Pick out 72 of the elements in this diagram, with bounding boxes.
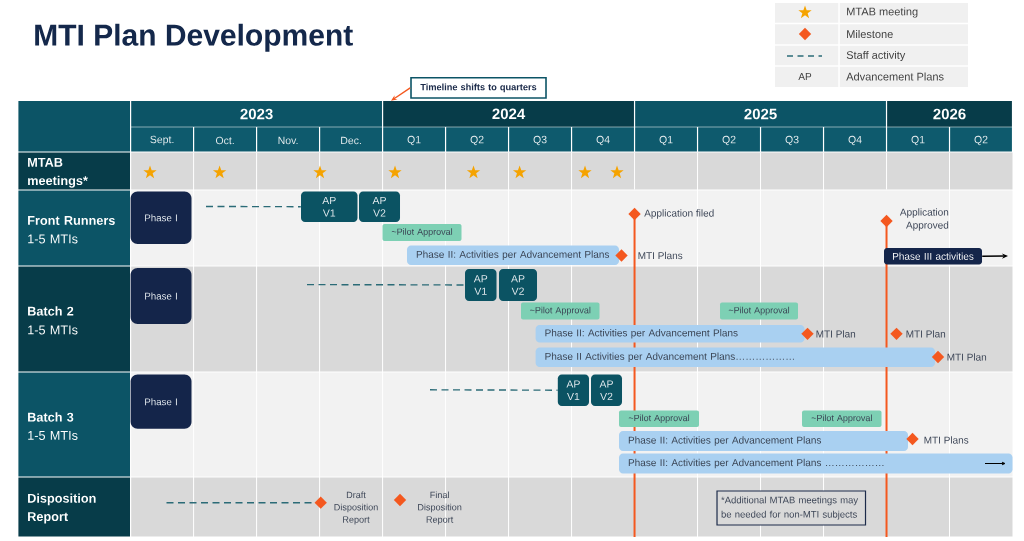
- milestone-label: MTI Plan: [906, 330, 946, 338]
- node-label: AP V1: [473, 275, 488, 295]
- milestone-diamond: [314, 496, 327, 509]
- plan-version-box: AP V2: [591, 374, 622, 406]
- period-header: Oct.: [194, 127, 256, 152]
- milestone-diamond: [931, 350, 945, 364]
- callout-box: Timeline shifts to quarters: [410, 76, 547, 99]
- period-header: Q4: [824, 127, 886, 152]
- dashed-line: [165, 502, 315, 504]
- plan-version-box: AP V1: [301, 191, 358, 222]
- period-header: Q2: [446, 127, 508, 152]
- period-header: Q4: [572, 127, 634, 152]
- milestone-diamond: [628, 207, 641, 221]
- node-label: AP V2: [599, 380, 613, 401]
- milestone-label: MTI Plan: [816, 330, 856, 338]
- node-label: AP V1: [566, 380, 580, 401]
- period-header: Nov.: [257, 127, 319, 152]
- node-label: AP V1: [322, 196, 336, 217]
- milestone-diamond: [880, 214, 893, 228]
- milestone-label: Application filed: [644, 209, 714, 219]
- activity-bar: Phase II: Activities per Advancement Plans: [535, 325, 805, 343]
- row-header: Front Runners 1-5 MTIs: [18, 190, 130, 266]
- milestone-label: MTI Plans: [924, 436, 969, 444]
- milestone-diamond: [393, 493, 407, 507]
- phase-box: Phase III activities: [884, 248, 982, 265]
- milestone-label: MTI Plan: [947, 353, 987, 361]
- legend-label: Advancement Plans: [846, 72, 944, 81]
- dashed-line: [205, 205, 302, 208]
- milestone-label: Draft Disposition Report: [334, 491, 378, 525]
- phase-box: Phase I: [130, 268, 192, 324]
- milestone-label: MTI Plans: [638, 251, 683, 260]
- title: MTI Plan Development: [35, 23, 353, 52]
- year-header: 2026: [887, 101, 1012, 127]
- period-header: Dec.: [320, 127, 382, 152]
- row-header: Disposition Report: [18, 477, 130, 537]
- period-header: Q1: [887, 127, 949, 152]
- milestone-label: Application Approved: [899, 208, 949, 231]
- period-header: Sept.: [131, 127, 193, 152]
- period-header: Q2: [950, 127, 1012, 152]
- period-header: Q1: [383, 127, 445, 152]
- approval-tag: ~Pilot Approval: [382, 224, 462, 241]
- legend-label: Staff activity: [846, 50, 906, 62]
- year-header: 2025: [635, 101, 886, 127]
- plan-version-box: AP V2: [359, 191, 400, 222]
- activity-bar: Phase II: Activities per Advancement Plans: [619, 431, 908, 451]
- legend-label: MTAB meeting: [847, 7, 918, 18]
- milestone-label: Final Disposition Report: [418, 491, 462, 525]
- legend-label: Milestone: [847, 29, 893, 39]
- row-header: MTAB meetings*: [18, 152, 130, 190]
- row-header: Batch 3 1-5 MTIs: [18, 372, 130, 477]
- dashed-line: [306, 283, 466, 286]
- arrow: [391, 87, 411, 101]
- row-header: Batch 2 1-5 MTIs: [18, 266, 130, 372]
- period-header: Q3: [509, 127, 571, 152]
- milestone-diamond: [890, 327, 903, 340]
- period-header: Q2: [698, 127, 760, 152]
- note-box: *Additional MTAB meetings may be needed for non-MTI subjects: [716, 490, 867, 526]
- phase-box: Phase I: [130, 191, 192, 244]
- milestone-diamond: [906, 432, 919, 446]
- node-label: AP V2: [372, 196, 386, 217]
- period-header: Q3: [761, 127, 823, 152]
- year-header: 2024: [383, 101, 634, 127]
- phase-box: Phase I: [130, 374, 192, 429]
- year-header: 2023: [131, 101, 382, 127]
- period-header: Q1: [635, 127, 697, 152]
- milestone-diamond: [615, 249, 628, 262]
- node-label: Phase II: Activities per Advancement Plans ………………: [628, 458, 884, 469]
- legend-key: AP: [798, 73, 812, 80]
- milestone-diamond: [801, 327, 814, 340]
- plan-version-box: AP V2: [499, 269, 537, 301]
- plan-version-box: AP V1: [465, 269, 497, 301]
- dashed-line: [429, 389, 559, 391]
